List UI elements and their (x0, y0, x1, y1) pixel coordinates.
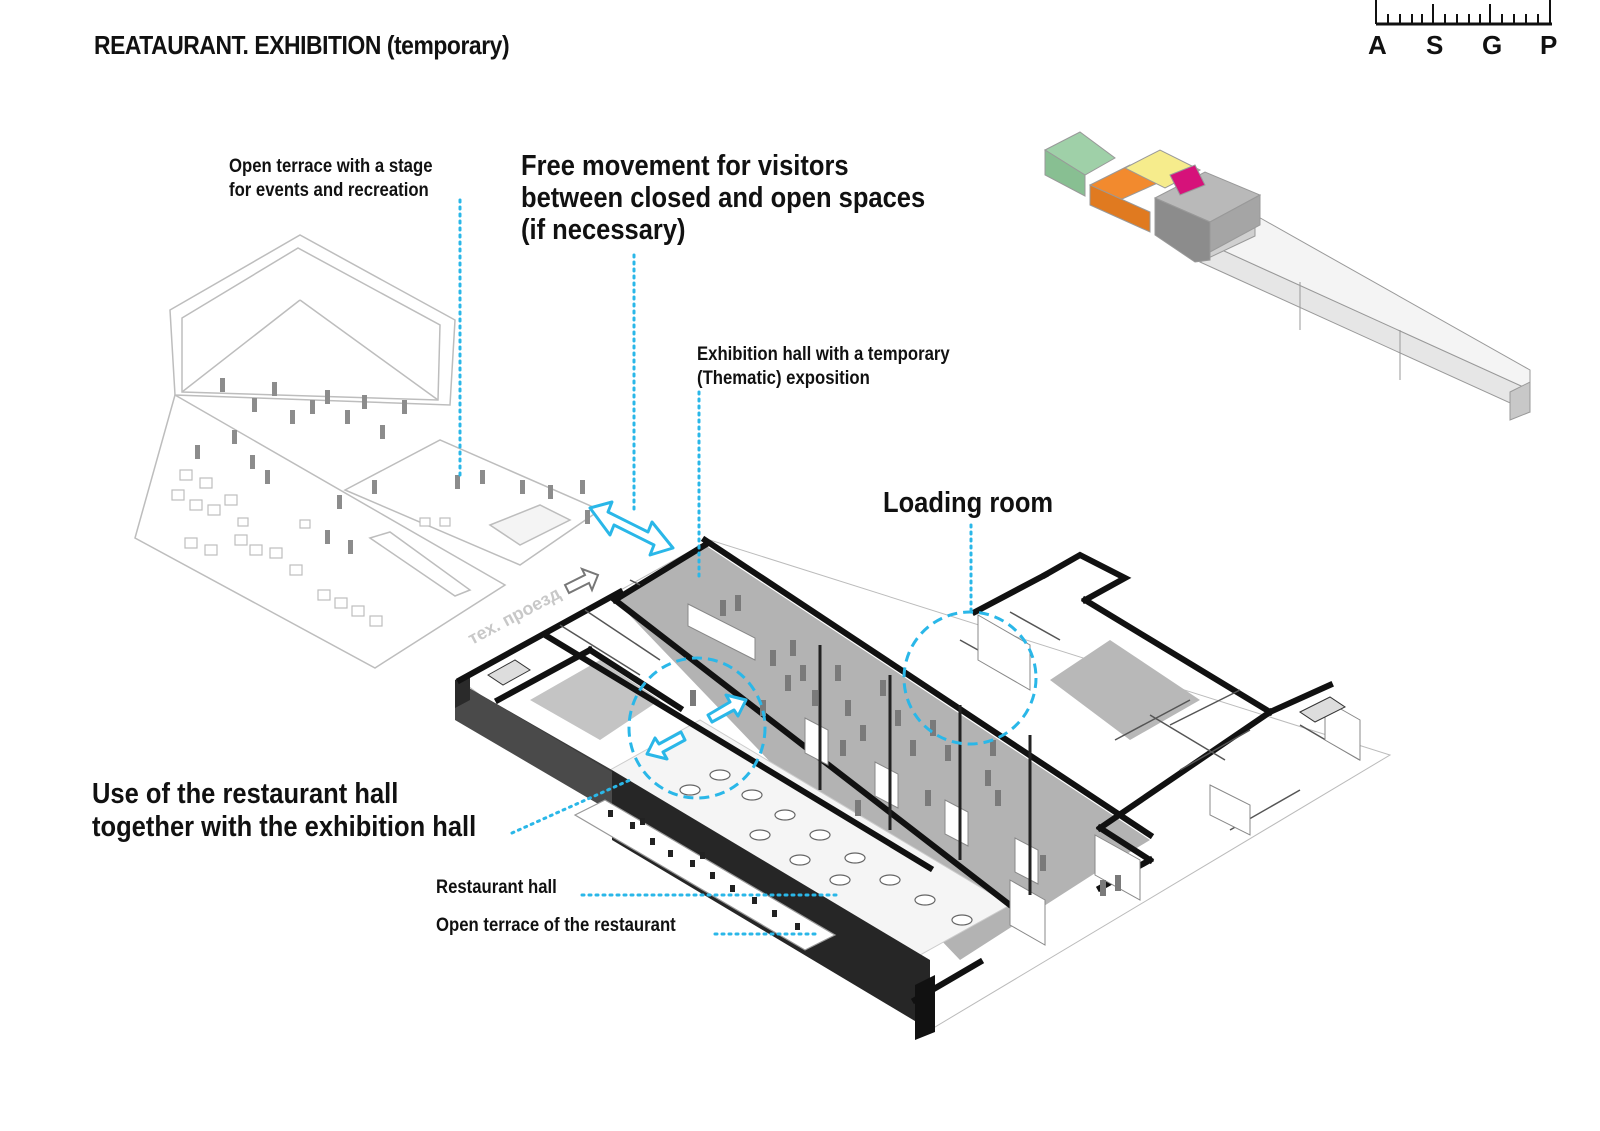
outline-arrow-icon (563, 567, 600, 595)
logo-letter-s: S (1426, 30, 1444, 60)
terrace-chairs (608, 810, 800, 930)
terrace-people (195, 378, 590, 554)
ruler-icon (1375, 0, 1552, 26)
movement-arrow-icon (645, 693, 748, 761)
free-movement-label: Free movement for visitors between close… (521, 150, 925, 246)
dotted-circle-icon (627, 656, 767, 800)
terrace-tables (171, 469, 451, 627)
restaurant-use-label: Use of the restaurant hall together with… (92, 778, 476, 844)
cyan-annotations (458, 198, 1038, 936)
label-line: Free movement for visitors (521, 150, 849, 182)
open-terrace-stage-drawing (134, 234, 602, 669)
label-line: (Thematic) exposition (697, 368, 870, 389)
logo-letter-g: G (1482, 30, 1503, 60)
label-line: Use of the restaurant hall (92, 778, 399, 810)
restaurant-terrace-label: Open terrace of the restaurant (436, 915, 676, 936)
label-line: together with the exhibition hall (92, 811, 477, 843)
label-line: (if necessary) (521, 214, 686, 246)
restaurant-tables (679, 769, 973, 926)
label-line: Exhibition hall with a temporary (697, 344, 950, 365)
label-line: Open terrace with a stage (229, 156, 433, 177)
asgp-logo: A S G P (1368, 0, 1572, 62)
main-building (455, 535, 1392, 1040)
zoning-key-plan (1043, 131, 1531, 421)
label-line: for events and recreation (229, 180, 429, 201)
logo-letter-p: P (1540, 30, 1558, 60)
exhibition-people (690, 595, 1121, 896)
open-terrace-stage-label: Open terrace with a stage for events and… (229, 155, 433, 203)
exhibition-hall-label: Exhibition hall with a temporary (Themat… (697, 343, 950, 391)
label-line: between closed and open spaces (521, 182, 926, 214)
loading-room-label: Loading room (883, 487, 1054, 519)
double-arrow-icon (588, 500, 675, 557)
page-title: REATAURANT. EXHIBITION (temporary) (94, 30, 510, 60)
logo-letter-a: A (1368, 30, 1387, 60)
dotted-circle-icon (902, 610, 1038, 746)
restaurant-hall-label: Restaurant hall (436, 877, 557, 898)
